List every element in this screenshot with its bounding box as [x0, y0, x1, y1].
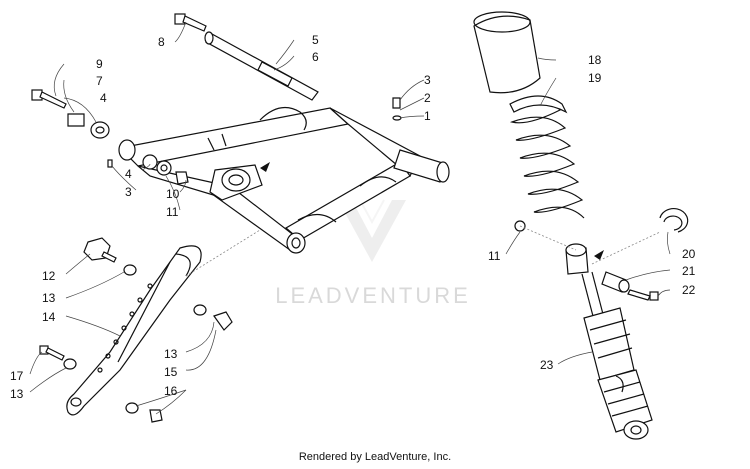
label-5: 5	[312, 33, 319, 47]
axle-shaft	[204, 31, 319, 101]
grease-fitting	[392, 97, 402, 121]
label-2: 2	[424, 91, 431, 105]
strap-hardware	[39, 237, 233, 423]
label-13-b: 13	[164, 347, 178, 361]
watermark-text: LEADVENTURE	[275, 283, 471, 308]
label-11-left: 11	[166, 205, 179, 219]
label-13-c: 13	[10, 387, 24, 401]
label-10: 10	[166, 187, 180, 201]
leader-lines	[29, 21, 671, 415]
swing-arm-frame	[118, 106, 450, 254]
label-11-right: 11	[488, 249, 501, 263]
watermark-logo	[338, 199, 406, 262]
label-7: 7	[96, 74, 103, 88]
label-15: 15	[164, 365, 178, 379]
bolt-9-assembly	[31, 89, 110, 139]
label-17: 17	[10, 369, 24, 383]
label-4-bottom: 4	[125, 167, 132, 181]
label-9: 9	[96, 57, 103, 71]
label-21: 21	[682, 264, 696, 278]
label-14: 14	[42, 310, 56, 324]
label-1: 1	[424, 109, 431, 123]
label-22: 22	[682, 283, 696, 297]
label-23: 23	[540, 358, 554, 372]
render-credit: Rendered by LeadVenture, Inc.	[298, 451, 452, 463]
view-arrow-left	[260, 162, 270, 172]
label-3-bottom: 3	[125, 185, 132, 199]
label-18: 18	[588, 53, 602, 67]
spring-clip	[659, 207, 689, 233]
label-6: 6	[312, 50, 319, 64]
coil-spring	[509, 95, 585, 219]
shock-hardware	[601, 271, 659, 301]
label-12: 12	[42, 269, 56, 283]
view-arrow-right	[594, 250, 604, 260]
label-20: 20	[682, 247, 696, 261]
shock-absorber	[514, 220, 653, 440]
bolt-8	[174, 13, 207, 32]
label-13-a: 13	[42, 291, 56, 305]
label-8: 8	[158, 35, 165, 49]
limiter-strap	[66, 245, 202, 416]
bump-stop	[473, 11, 541, 94]
label-3-top: 3	[424, 73, 431, 87]
label-4-top: 4	[100, 91, 107, 105]
label-19: 19	[588, 71, 602, 85]
pivot-hardware	[107, 154, 189, 185]
label-16: 16	[164, 384, 178, 398]
part-labels: 8 5 6 9 7 4 3 2 1 4 3 10 11 18 19 11 20 …	[10, 33, 696, 401]
